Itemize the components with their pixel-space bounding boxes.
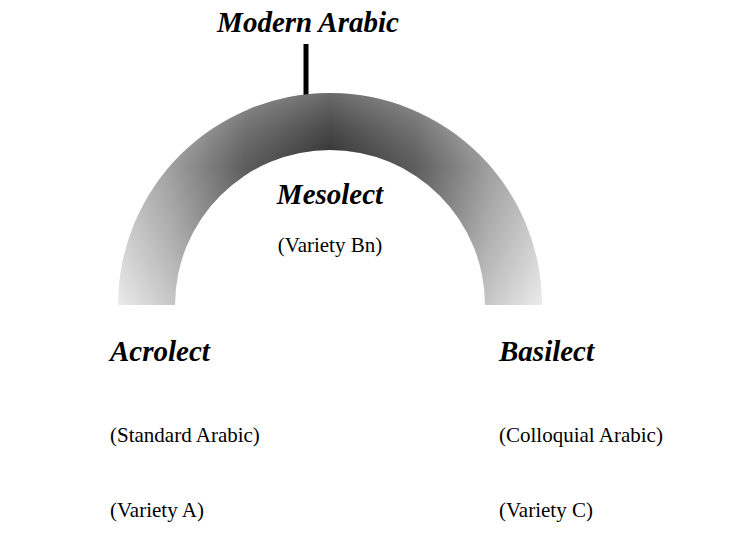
lect-heading: Mesolect xyxy=(277,178,383,211)
variety-label: (Colloquial Arabic) xyxy=(499,423,663,447)
lect-heading: Basilect xyxy=(499,335,594,368)
variety-label: (Standard Arabic) xyxy=(110,423,260,447)
variety-label: (Variety C) xyxy=(499,498,593,522)
lect-heading: Acrolect xyxy=(110,335,210,368)
arch-fill xyxy=(118,93,542,305)
arch-shade xyxy=(118,93,542,305)
variety-label: (Variety Bn) xyxy=(278,233,382,257)
stem-line xyxy=(304,44,309,96)
variety-label: (Variety A) xyxy=(110,498,204,522)
arch-band: Mesolect (Variety Bn) xyxy=(118,93,542,305)
diagram-title: Modern Arabic xyxy=(217,6,399,39)
